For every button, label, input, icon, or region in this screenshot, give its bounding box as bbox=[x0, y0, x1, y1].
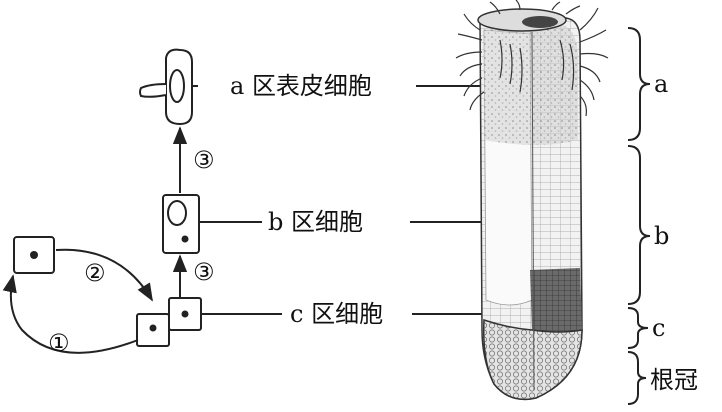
zone-label-root-cap: 根冠 bbox=[650, 366, 698, 394]
step-label-1: ① bbox=[48, 329, 70, 357]
c-zone-cells bbox=[136, 297, 202, 347]
zone-brace-b bbox=[627, 145, 651, 305]
arrow-step2 bbox=[55, 248, 153, 302]
meristem-cell-original bbox=[13, 236, 55, 274]
zone-label-c: c bbox=[652, 314, 665, 342]
zone-label-b: b bbox=[654, 222, 669, 250]
arrow-step1 bbox=[2, 274, 139, 354]
root-tip-illustration bbox=[455, 0, 609, 401]
a-zone-epidermal-cell bbox=[139, 48, 198, 126]
zone-brace-root-cap bbox=[627, 351, 647, 405]
step-label-3-lower: ③ bbox=[193, 258, 215, 286]
step-label-3-upper: ③ bbox=[193, 146, 215, 174]
zone-label-a: a bbox=[654, 70, 668, 98]
step-label-2: ② bbox=[84, 259, 106, 287]
zone-brace-c bbox=[627, 307, 649, 349]
b-zone-cell bbox=[162, 194, 200, 254]
label-b-cell: b 区细胞 bbox=[268, 208, 363, 236]
zone-brace-a bbox=[627, 27, 651, 141]
label-a-epidermal-cell: a 区表皮细胞 bbox=[230, 72, 372, 100]
label-c-cell: c 区细胞 bbox=[290, 300, 383, 328]
